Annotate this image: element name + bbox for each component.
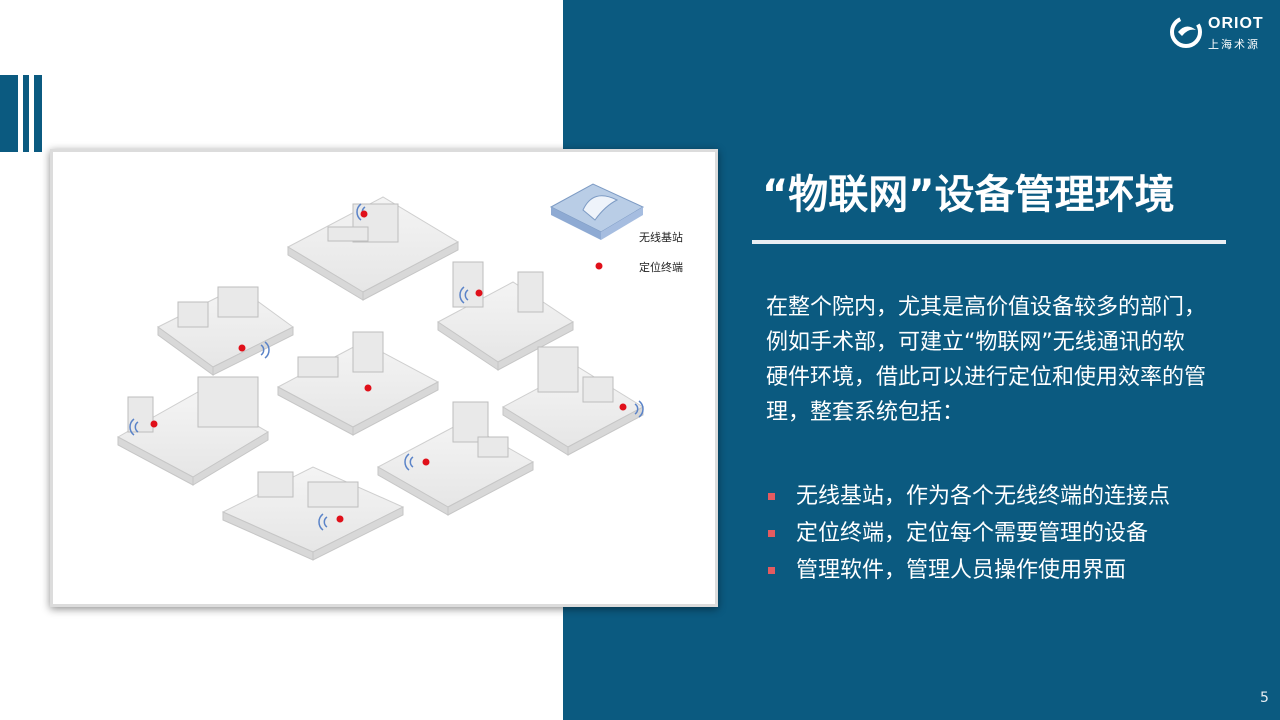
bullet-list: 无线基站，作为各个无线终端的连接点 定位终端，定位每个需要管理的设备 管理软件，… xyxy=(766,478,1170,589)
bullet-square-icon xyxy=(768,567,775,574)
bullet-square-icon xyxy=(768,493,775,500)
terminal-legend-dot xyxy=(595,262,603,270)
oriot-logo: ORIOT 上海术源 xyxy=(1168,14,1268,54)
bullet-item: 无线基站，作为各个无线终端的连接点 xyxy=(766,478,1170,515)
page-number: 5 xyxy=(1260,690,1269,706)
legend-terminal-label: 定位终端 xyxy=(639,262,683,274)
logo-brand: ORIOT xyxy=(1208,15,1264,32)
bullet-item: 定位终端，定位每个需要管理的设备 xyxy=(766,515,1170,552)
bullet-item: 管理软件，管理人员操作使用界面 xyxy=(766,552,1170,589)
intro-paragraph: 在整个院内，尤其是高价值设备较多的部门，例如手术部，可建立“物联网”无线通讯的软… xyxy=(766,295,1207,425)
bullet-square-icon xyxy=(768,530,775,537)
decorative-bars xyxy=(0,75,44,152)
hospital-iot-illustration: 无线基站 定位终端 xyxy=(50,149,718,607)
logo-mark-icon xyxy=(1170,16,1202,48)
base-station-icon xyxy=(549,183,645,240)
slide-title: “物联网”设备管理环境 xyxy=(762,172,1175,218)
logo-subtitle: 上海术源 xyxy=(1208,38,1260,51)
title-divider xyxy=(752,240,1226,244)
legend-base-station-label: 无线基站 xyxy=(639,232,683,244)
isometric-hospital-scene xyxy=(116,183,645,561)
